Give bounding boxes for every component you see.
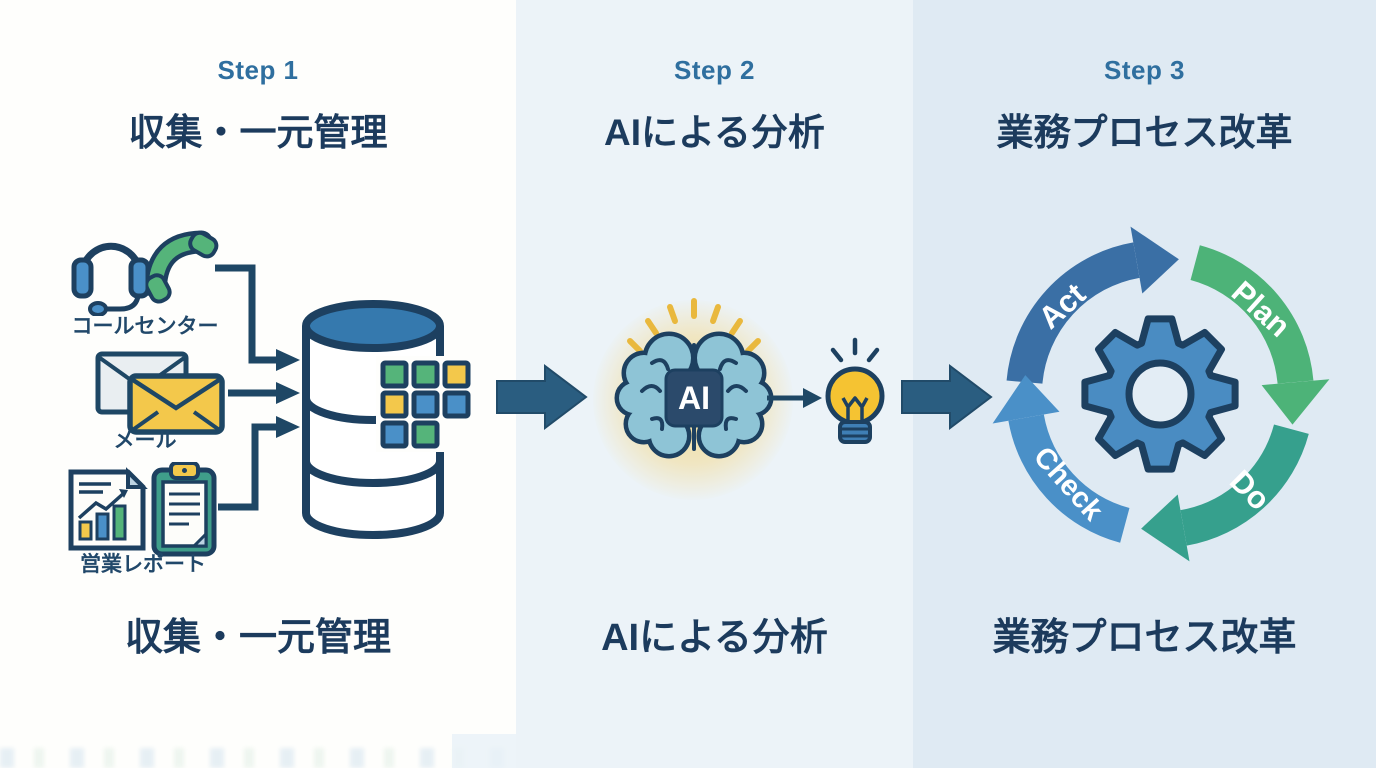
step1-label: Step 1: [217, 55, 299, 85]
footer-faint-strip: [0, 748, 516, 768]
report-chart-icon: [68, 462, 217, 557]
step2-label: Step 2: [673, 55, 756, 85]
gear-icon: [1081, 315, 1239, 473]
pdca-plan-arrowhead: [1261, 379, 1330, 425]
pdca-do-arc: [1179, 424, 1309, 546]
pdca-check-arc: [1008, 413, 1130, 543]
pdca-act-arc: [1006, 242, 1140, 385]
step3-title: 業務プロセス改革: [996, 112, 1293, 153]
envelope-icon: [95, 351, 225, 435]
headset-icon: [71, 242, 151, 316]
source-label-mail: メール: [113, 429, 177, 452]
brain-to-bulb-arrow: [767, 388, 822, 408]
step1-title: 収集・一元管理: [128, 112, 388, 153]
step3-bottom-label: 業務プロセス改革: [992, 617, 1297, 659]
step1-to-step2-arrow: [496, 363, 588, 431]
ai-chip-label: AI: [678, 380, 710, 416]
step1-bottom-label: 収集・一元管理: [124, 617, 391, 659]
phone-icon: [146, 230, 219, 304]
connector-arrows: [215, 264, 300, 511]
pdca-act-arrowhead: [1130, 226, 1179, 294]
footer-faint-block: [452, 734, 516, 768]
pdca-do-arrowhead: [1141, 494, 1190, 562]
step3-label: Step 3: [1103, 55, 1186, 85]
source-label-sales-report: 営業レポート: [80, 553, 206, 576]
pdca-cycle: Act Plan Do Check: [992, 226, 1330, 562]
clipboard-icon: [151, 462, 217, 557]
step2-title: AIによる分析: [604, 112, 825, 153]
data-grid-icon: [380, 360, 471, 449]
pdca-plan-arc: [1190, 245, 1314, 385]
brain-ai-icon: AI: [614, 298, 774, 459]
lightbulb-icon: [825, 337, 885, 444]
step2-to-step3-arrow: [901, 363, 993, 431]
step2-bottom-label: AIによる分析: [601, 617, 828, 659]
source-label-call-center: コールセンター: [71, 315, 219, 338]
pdca-check-arrowhead: [992, 375, 1060, 424]
